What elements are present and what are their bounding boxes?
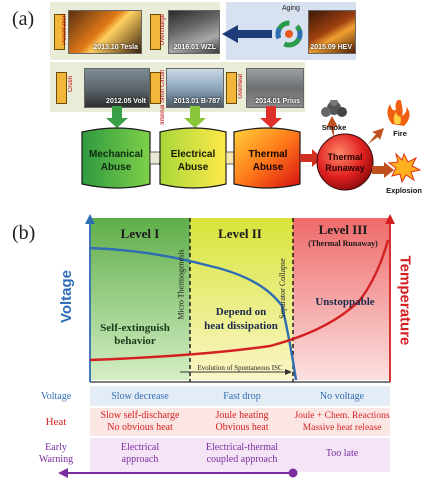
smoke-label: Smoke — [322, 123, 347, 132]
photo-caption: 2015.09 HEV — [310, 44, 352, 51]
fire-icon — [387, 100, 410, 126]
thermal-abuse-label-1: Thermal — [249, 149, 288, 160]
warning-cell-3: Too late — [325, 448, 359, 459]
evolution-label: Evolution of Spontaneous ISC — [197, 364, 283, 372]
voltage-curve — [89, 246, 298, 381]
electrical-abuse-label-2: Abuse — [178, 162, 209, 173]
thermal-runaway-circle — [316, 133, 374, 191]
battery-icon-overcharge — [150, 14, 161, 50]
mechanical-abuse-label-1: Mechanical — [89, 149, 143, 160]
aging-cycle-icon — [275, 20, 303, 48]
warning-cell-1-line-1: Electrical — [120, 442, 160, 453]
battery-icon-internal-short — [150, 72, 161, 104]
warning-cell-2-line-2: coupled approach — [206, 454, 278, 465]
voltage-cell-2: Fast drop — [223, 391, 261, 402]
row-label-warning-1: Early — [45, 442, 67, 453]
table-row-heat-bg — [90, 408, 390, 436]
micro-thermogenesis-label: Micro Thermogenesis — [176, 249, 186, 320]
photo-tag: Crush — [68, 76, 74, 93]
arrow-to-smoke — [326, 116, 338, 138]
row-label-voltage: Voltage — [40, 391, 72, 402]
table-row-voltage-bg — [90, 386, 390, 406]
heat-cell-2-line-1: Joule heating — [215, 410, 269, 421]
photo-tag: Overcharge — [160, 14, 166, 46]
row-label-warning-2: Warning — [38, 454, 74, 465]
electrical-abuse-box — [159, 127, 227, 189]
temperature-axis-label: Temperature — [396, 255, 414, 346]
level-1-zone — [90, 218, 190, 380]
photo-caption: 2013.01 B-787 — [173, 98, 220, 105]
photo-hev: 2015.09 HEV — [308, 10, 356, 54]
level-1-title: Level I — [120, 226, 160, 241]
thermal-runaway-label-1: Thermal — [327, 152, 362, 162]
arrow-thermal — [260, 106, 282, 128]
heat-cell-3-line-2: Massive heat release — [302, 423, 382, 433]
arrow-to-fire — [368, 128, 384, 144]
unstoppable-text: Unstoppable — [315, 296, 375, 308]
explosion-label: Explosion — [386, 186, 422, 195]
depend-on-text: Depend on — [215, 306, 267, 318]
abuse-flow-diagram: Mechanical Abuse Short Electrical Abuse … — [81, 100, 422, 195]
photo-caption: 2014.01 Prius — [255, 98, 300, 105]
thermal-runaway-label-2: Runaway — [325, 163, 365, 173]
voltage-cell-3: No voltage — [319, 391, 365, 402]
battery-icon-crush — [56, 72, 67, 104]
voltage-axis-arrow — [85, 214, 95, 224]
smoke-icon — [321, 100, 347, 117]
photo-tesla: 2013.10 Tesla — [68, 10, 142, 54]
heat-dissipation-text: heat dissipation — [204, 320, 278, 332]
early-warning-arrow — [58, 468, 298, 478]
mechanical-abuse-label-2: Abuse — [101, 162, 132, 173]
photo-prius: 2014.01 Prius — [246, 68, 304, 108]
photo-tag: Overheat — [238, 74, 244, 99]
level-3-zone — [293, 218, 390, 380]
arrow-to-runaway — [300, 149, 322, 167]
heat-cell-2-line-2: Obvious heat — [215, 422, 269, 433]
photo-wzl: 2016.01 WZL — [168, 10, 220, 54]
warning-cell-2-line-1: Electrical-thermal — [205, 442, 279, 453]
temperature-axis-arrow — [385, 214, 395, 224]
photo-caption: 2016.01 WZL — [173, 44, 216, 51]
level-2-title: Level II — [218, 226, 262, 241]
level-3-subtitle: (Thermal Runaway) — [308, 239, 378, 248]
electrical-abuse-label-1: Electrical — [171, 149, 216, 160]
mechanical-abuse-box — [81, 127, 151, 189]
heat-cell-1-line-2: No obvious heat — [107, 422, 173, 433]
temperature-curve — [89, 239, 390, 362]
battery-icon-overheat — [226, 72, 237, 104]
panel-a-label: (a) — [12, 8, 35, 30]
voltage-cell-1: Slow decrease — [111, 391, 169, 402]
warning-cell-1-line-2: approach — [121, 454, 159, 465]
battery-icon-penetration — [54, 14, 65, 50]
photo-tag: Penetration — [62, 14, 68, 45]
arrow-to-explosion — [372, 162, 394, 178]
heat-cell-1-line-1: Slow self-discharge — [100, 410, 180, 421]
arrow-mechanical — [106, 106, 128, 128]
explosion-icon — [387, 152, 422, 184]
photo-caption: 2013.10 Tesla — [93, 44, 138, 51]
voltage-axis-label: Voltage — [58, 269, 76, 324]
fire-label: Fire — [393, 129, 407, 138]
panel-b-label: (b) — [12, 222, 36, 244]
level-3-title: Level III — [318, 222, 368, 237]
arrow-electrical — [184, 106, 206, 128]
thermal-abuse-box — [233, 127, 301, 189]
thermal-abuse-label-2: Abuse — [253, 162, 284, 173]
row-label-heat: Heat — [45, 416, 67, 428]
photo-caption: 2012.05 Volt — [106, 98, 146, 105]
table-row-warning-bg — [90, 438, 390, 472]
heat-cell-3-line-1: Joule + Chem. Reactions — [294, 411, 390, 421]
self-extinguish-text: Self-extinguish behavior — [100, 322, 170, 347]
aging-arrow — [222, 25, 272, 43]
aging-label: Aging — [282, 5, 300, 12]
level-graph — [85, 214, 395, 383]
